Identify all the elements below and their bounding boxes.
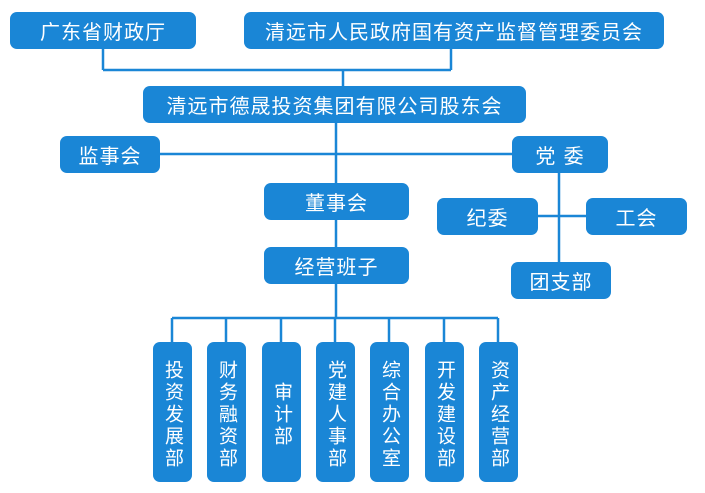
dept-party-hr: 党建人事部 (316, 342, 355, 482)
node-finance-dept: 广东省财政厅 (10, 12, 196, 49)
node-discipline: 纪委 (437, 198, 538, 235)
node-management: 经营班子 (264, 247, 409, 284)
dept-audit: 审计部 (262, 342, 301, 482)
node-board: 董事会 (264, 183, 409, 220)
node-shareholders: 清远市德晟投资集团有限公司股东会 (143, 86, 526, 123)
node-youth-league: 团支部 (511, 262, 611, 299)
dept-finance: 财务融资部 (207, 342, 246, 482)
node-party-committee: 党 委 (512, 136, 608, 173)
dept-development: 开发建设部 (425, 342, 464, 482)
node-union: 工会 (586, 198, 687, 235)
dept-asset-operation: 资产经营部 (479, 342, 518, 482)
node-supervisors: 监事会 (60, 136, 160, 173)
node-sasac: 清远市人民政府国有资产监督管理委员会 (244, 12, 664, 49)
dept-investment: 投资发展部 (153, 342, 192, 482)
dept-general-office: 综合办公室 (370, 342, 409, 482)
